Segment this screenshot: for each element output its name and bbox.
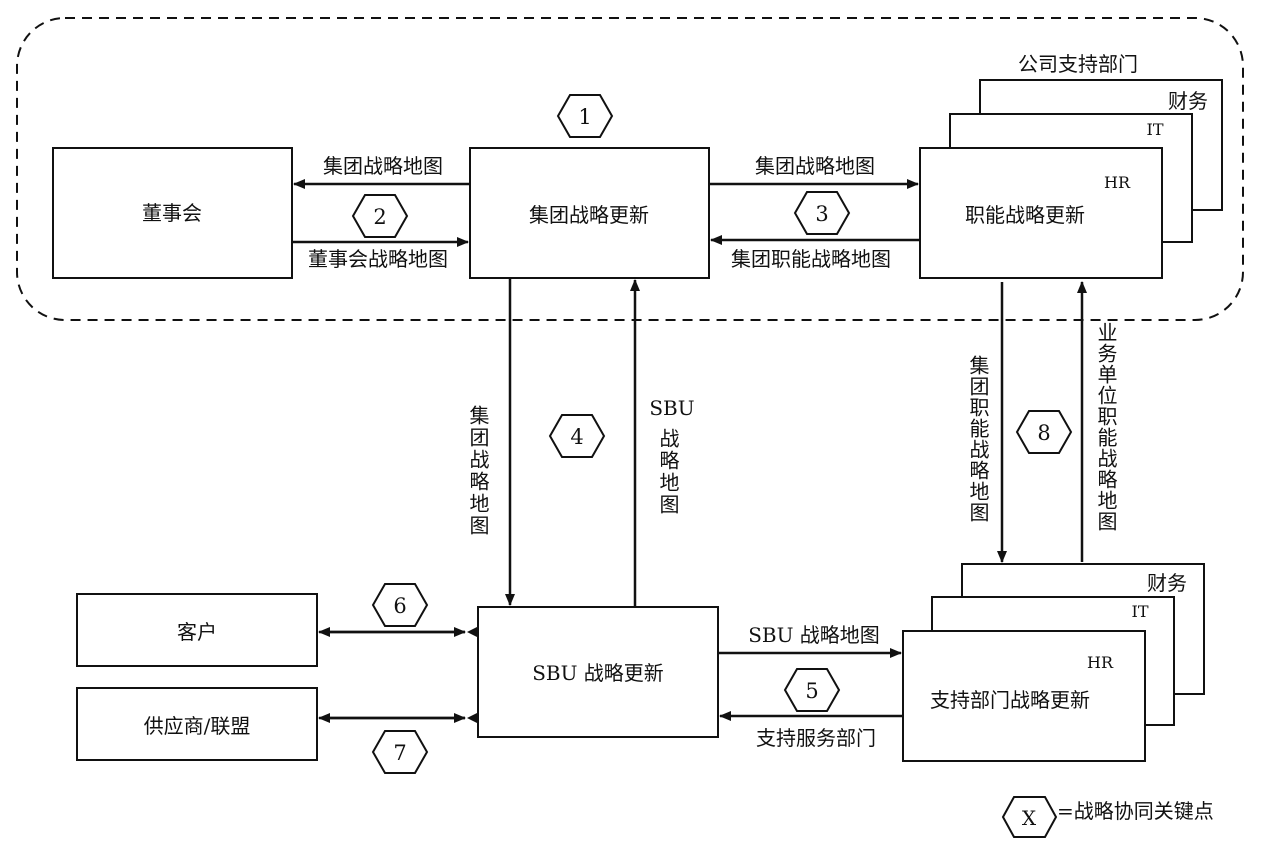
sbu-strategy-update-box: SBU 战略更新 xyxy=(477,606,719,738)
arrow-head-customer-sbu xyxy=(467,627,477,637)
hr-top-box xyxy=(919,147,1163,279)
hexagon-shape xyxy=(371,583,429,627)
hexagon-shape xyxy=(371,730,429,774)
hexagon-number: 2 xyxy=(373,205,386,229)
it-bottom-label: IT xyxy=(1132,602,1149,621)
corporate-boundary xyxy=(16,17,1244,321)
hexagon-5: 5 xyxy=(783,668,841,712)
arrow-label-support-to-sbu: 支持服务部门 xyxy=(756,726,876,750)
arrow-head-supplier-sbu xyxy=(467,713,477,723)
synergy-hexagons: 1 2 3 4 5 6 7 8 xyxy=(351,94,1073,774)
hexagon-shape xyxy=(548,414,606,458)
arrow-label-group-to-sbu: 集团战略地图 xyxy=(466,405,490,537)
hexagon-shape xyxy=(351,194,409,238)
hexagon-4: 4 xyxy=(548,414,606,458)
customer-box: 客户 xyxy=(76,593,318,667)
hexagon-shape xyxy=(556,94,614,138)
hexagon-3: 3 xyxy=(793,191,851,235)
hexagon-7: 7 xyxy=(371,730,429,774)
legend-symbol: X xyxy=(1022,806,1037,830)
arrow-label-sbu-to-group-line1: SBU xyxy=(649,396,694,420)
hexagon-8: 8 xyxy=(1015,410,1073,454)
arrow-label-board-to-group: 董事会战略地图 xyxy=(308,247,448,271)
finance-bottom-label: 财务 xyxy=(1147,571,1187,595)
hexagon-number: 8 xyxy=(1037,421,1050,445)
arrow-label-sbu-to-support: SBU 战略地图 xyxy=(748,623,880,647)
hr-bottom-label: HR xyxy=(1087,653,1114,672)
hr-top-label: HR xyxy=(1104,173,1131,192)
hexagon-shape xyxy=(793,191,851,235)
hexagon-number: 4 xyxy=(570,425,583,449)
hexagon-number: 6 xyxy=(393,594,406,618)
hexagon-1: 1 xyxy=(556,94,614,138)
group-strategy-update-label: 集团战略更新 xyxy=(529,203,649,227)
supplier-label: 供应商/联盟 xyxy=(144,714,251,738)
hexagon-number: 7 xyxy=(393,741,406,765)
functional-strategy-update-label: 职能战略更新 xyxy=(965,203,1085,227)
arrow-label-functional-to-support: 集团职能战略地图 xyxy=(966,355,990,523)
it-top-label: IT xyxy=(1147,120,1164,139)
hexagon-6: 6 xyxy=(371,583,429,627)
arrow-label-group-to-board: 集团战略地图 xyxy=(323,154,443,178)
arrow-label-sbu-to-group: 战略地图 xyxy=(656,428,680,516)
arrow-label-group-to-functional: 集团战略地图 xyxy=(755,154,875,178)
hexagon-number: 3 xyxy=(815,202,828,226)
customer-label: 客户 xyxy=(177,620,217,644)
board-label: 董事会 xyxy=(142,201,202,225)
legend-text: =战略协同关键点 xyxy=(1057,799,1214,823)
hexagon-number: 5 xyxy=(805,679,818,703)
arrow-label-support-to-functional: 业务单位职能战略地图 xyxy=(1094,322,1118,532)
functional-stack: 财务 IT HR 职能战略更新 公司支持部门 xyxy=(919,52,1223,279)
company-support-label: 公司支持部门 xyxy=(1018,52,1138,76)
legend: X =战略协同关键点 xyxy=(1001,796,1214,838)
support-strategy-update-label: 支持部门战略更新 xyxy=(930,688,1090,712)
finance-top-label: 财务 xyxy=(1168,89,1208,113)
group-strategy-update-box: 集团战略更新 xyxy=(469,147,710,279)
hexagon-number: 1 xyxy=(578,105,591,129)
legend-hexagon xyxy=(1001,796,1058,838)
hexagon-2: 2 xyxy=(351,194,409,238)
supplier-box: 供应商/联盟 xyxy=(76,687,318,761)
arrow-label-functional-to-group: 集团职能战略地图 xyxy=(731,247,891,271)
hexagon-shape xyxy=(783,668,841,712)
sbu-strategy-update-label: SBU 战略更新 xyxy=(532,661,664,685)
hr-bottom-box xyxy=(902,630,1146,762)
board-box: 董事会 xyxy=(52,147,293,279)
hexagon-shape xyxy=(1015,410,1073,454)
support-stack: 财务 IT HR 支持部门战略更新 xyxy=(902,563,1205,762)
